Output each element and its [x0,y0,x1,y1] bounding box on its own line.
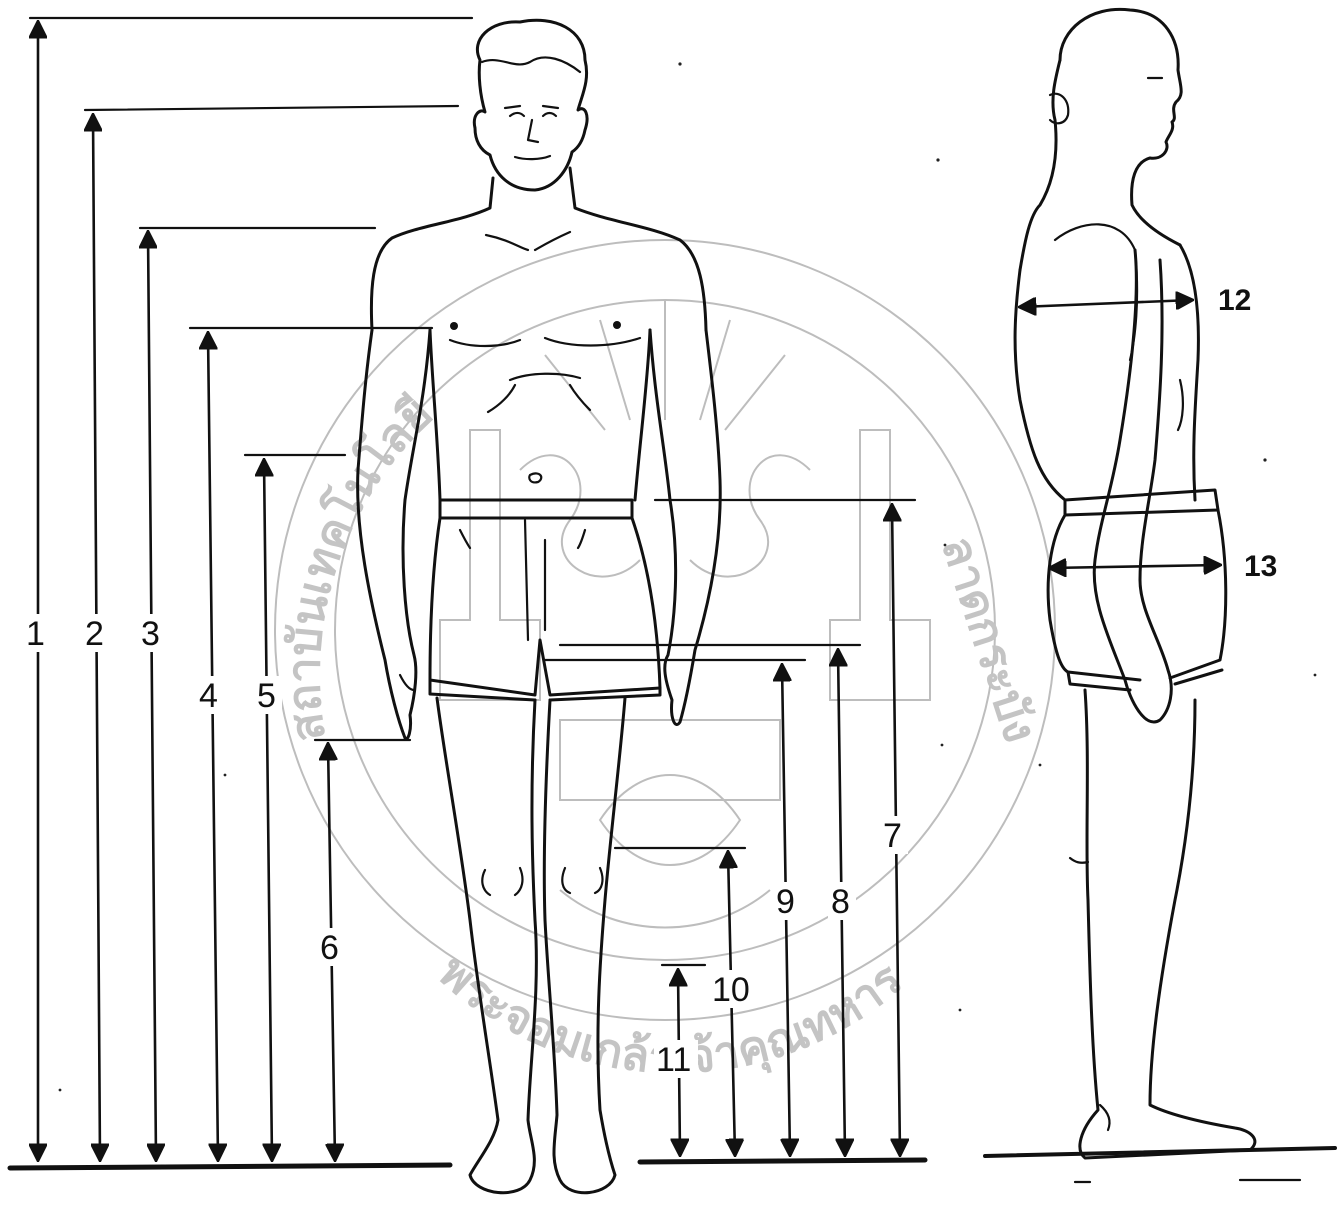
label-8: 8 [831,883,850,921]
label-12: 12 [1218,284,1251,317]
dimension-arrows [38,22,1220,1160]
seal-text-right: ลาดกระบัง [931,530,1048,749]
arrow-12 [1020,300,1192,307]
side-view-figure [1015,9,1255,1158]
arrow-5 [264,460,272,1160]
arrow-3 [148,232,156,1160]
label-2: 2 [85,615,104,653]
scan-specks [59,62,1317,1091]
label-4: 4 [199,677,218,715]
arrow-13 [1050,565,1220,568]
label-7: 7 [883,817,902,855]
label-13: 13 [1244,550,1277,583]
label-10: 10 [712,971,750,1009]
label-11: 11 [656,1041,691,1079]
label-6: 6 [320,929,339,967]
arrow-4 [208,333,218,1160]
floor-lines [10,1148,1335,1182]
label-3: 3 [141,615,160,653]
reference-lines [30,18,915,965]
label-9: 9 [776,883,795,921]
label-5: 5 [257,677,276,715]
label-1: 1 [26,615,45,653]
